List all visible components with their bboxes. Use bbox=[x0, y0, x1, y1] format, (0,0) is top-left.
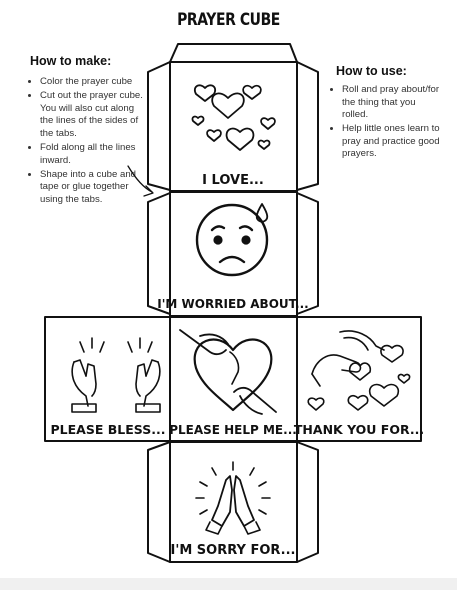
list-item: Help little ones learn to pray and pract… bbox=[342, 123, 442, 161]
face-thank bbox=[296, 316, 422, 442]
praying-hands-icon bbox=[195, 461, 271, 535]
tab-top bbox=[169, 43, 298, 63]
face-label-love: I LOVE... bbox=[202, 173, 264, 188]
face-label-thank: THANK YOU FOR... bbox=[294, 422, 424, 437]
face-label-help: PLEASE HELP ME... bbox=[169, 423, 297, 437]
list-item: Roll and pray about/for the thing that y… bbox=[342, 84, 442, 122]
how-to-make-heading: How to make: bbox=[30, 54, 112, 68]
tab-left-2 bbox=[147, 192, 171, 315]
cube-net: I LOVE... I'M WORRIED ABOUT... PLEASE BL… bbox=[44, 43, 424, 563]
face-love bbox=[169, 61, 298, 192]
raised-hands-icon bbox=[71, 337, 161, 413]
face-sorry bbox=[169, 441, 298, 563]
tab-right-3 bbox=[296, 441, 319, 563]
tab-right-1 bbox=[296, 61, 319, 191]
worksheet-page: PRAYER CUBE How to make: Color the praye… bbox=[0, 0, 457, 578]
hearts-icon bbox=[191, 84, 276, 151]
face-label-sorry: I'M SORRY FOR... bbox=[171, 543, 296, 558]
list-item: Cut out the prayer cube. You will also c… bbox=[40, 90, 148, 140]
list-item: Fold along all the lines inward. bbox=[40, 142, 148, 167]
face-label-bless: PLEASE BLESS... bbox=[51, 422, 166, 437]
arrow-head bbox=[143, 185, 154, 197]
page-title: PRAYER CUBE bbox=[177, 10, 280, 30]
face-label-worried: I'M WORRIED ABOUT... bbox=[157, 297, 308, 311]
how-to-use-list: Roll and pray about/for the thing that y… bbox=[330, 84, 442, 163]
hands-heart-icon bbox=[179, 329, 277, 415]
how-to-use-heading: How to use: bbox=[336, 64, 407, 78]
list-item: Shape into a cube and tape or glue toget… bbox=[40, 169, 148, 207]
worried-face-icon bbox=[195, 203, 269, 277]
list-item: Color the prayer cube bbox=[40, 76, 148, 89]
how-to-make-list: Color the prayer cube Cut out the prayer… bbox=[28, 76, 148, 208]
tab-left-1 bbox=[147, 61, 171, 191]
tab-right-2 bbox=[296, 192, 319, 315]
tab-left-3 bbox=[147, 441, 171, 563]
giving-hands-hearts-icon bbox=[307, 330, 411, 411]
